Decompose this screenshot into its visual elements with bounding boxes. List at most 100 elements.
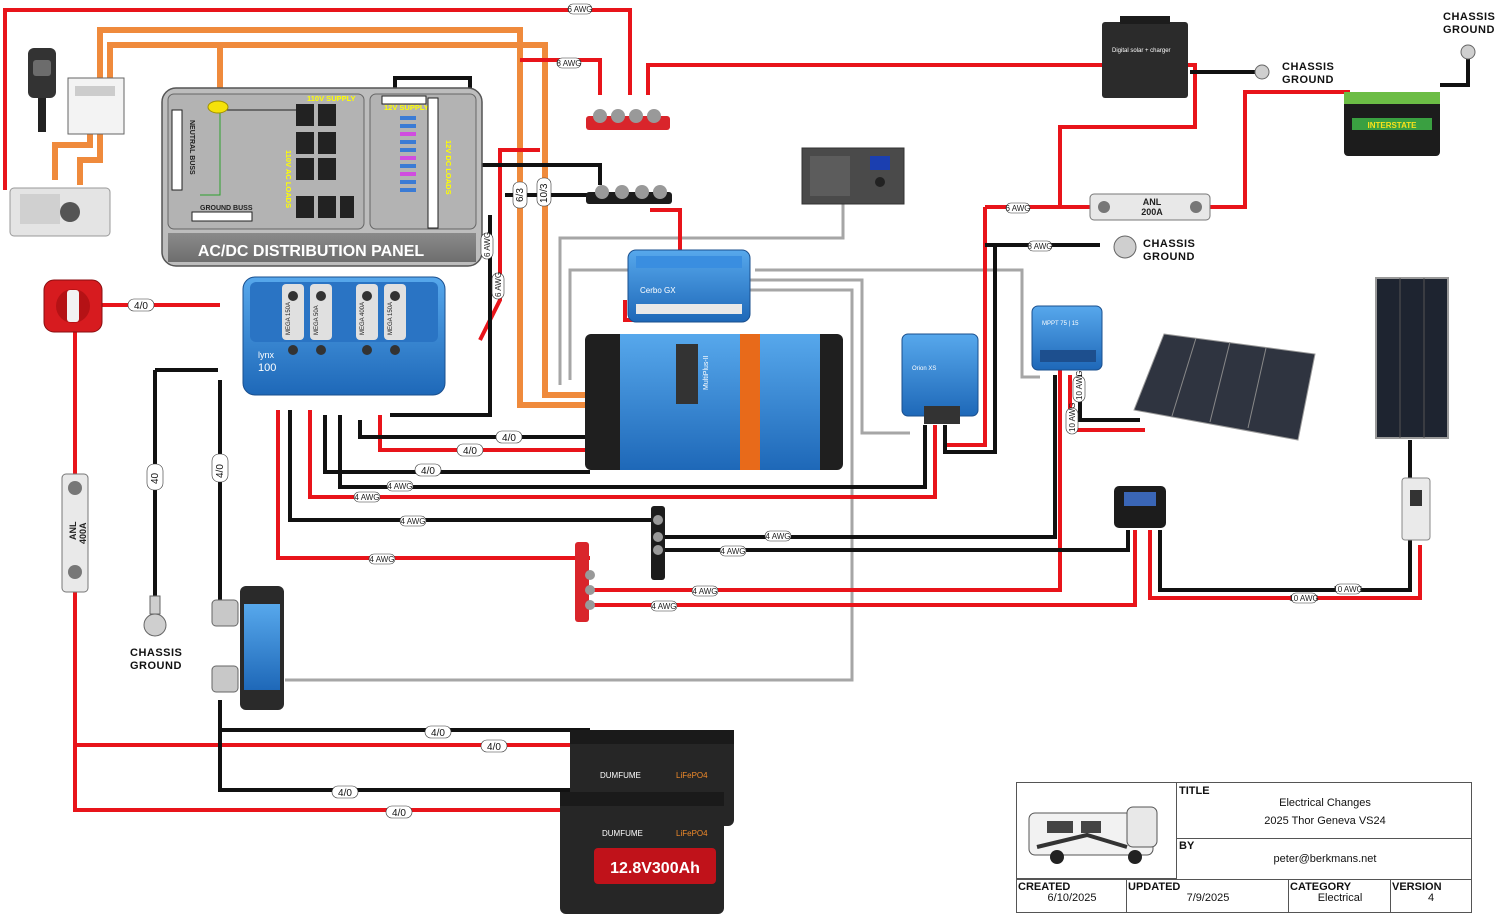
created-label: CREATED [1018,881,1071,893]
svg-text:CHASSIS: CHASSIS [1282,61,1334,73]
wire-label-8awg-top: 6 AWG [567,3,593,15]
anl-200a-line1: ANL [1143,197,1162,207]
updated-label: UPDATED [1128,881,1181,893]
distribution-panel: AC/DC DISTRIBUTION PANEL NEUTRAL BUSS GR… [161,87,483,267]
updated-value: 7/9/2025 [1186,892,1230,904]
category-cell: CATEGORY Electrical [1289,879,1391,912]
wire-label-4-0-a: 4/0 [495,430,523,444]
svg-text:6/3: 6/3 [515,188,526,202]
version-value: 4 [1427,892,1435,904]
wire-label-4awg-g: 4 AWG [691,585,719,597]
svg-text:4/0: 4/0 [421,466,435,477]
wire-label-6awg-vert-b: 6 AWG [491,272,505,300]
wire-label-4-0-vert: 4/0 [211,453,229,483]
svg-text:GROUND: GROUND [130,660,182,672]
battery-rear-chem: LiFePO4 [676,771,708,780]
anl-400a-fuse: ANL 400A [61,473,89,593]
wire-label-4-0-batt-b: 4/0 [480,739,508,753]
svg-text:4/0: 4/0 [463,446,477,457]
chassis-ground-label-starter: CHASSIS GROUND [1443,11,1495,36]
title-block: TITLE Electrical Changes 2025 Thor Genev… [1016,782,1472,913]
mppt-label: MPPT 75 | 15 [1042,321,1079,327]
created-value: 6/10/2025 [1047,892,1097,904]
chassis-ground-label-dcdc: CHASSIS GROUND [1282,61,1334,86]
positive-wires [3,8,1422,812]
svg-text:4 AWG: 4 AWG [765,532,790,541]
anl-200a-line2: 200A [1141,207,1163,217]
title-line-2: 2025 Thor Geneva VS24 [1264,815,1386,827]
svg-text:8 AWG: 8 AWG [556,59,581,68]
wire-label-4-0-batt-c: 4/0 [331,785,359,799]
rooftop-solar-panel [1375,277,1449,439]
ac-wires [52,27,585,408]
wire-label-8awg-ground: 8 AWG [1027,240,1053,252]
lynx-fuse-1: MEGA 150A [286,302,292,335]
battery-disconnect-switch [43,279,103,333]
lynx-number: 100 [258,362,276,374]
version-cell: VERSION 4 [1391,879,1471,912]
12v-supply-label: 12V SUPPLY [384,103,429,112]
anl-400a-line1: ANL [68,521,78,540]
battery-front-brand: DUMFUME [602,829,643,838]
svg-text:6 AWG: 6 AWG [1005,204,1030,213]
portable-solar-panel [1133,333,1316,441]
dc-dc-charger: Digital solar + charger [1102,16,1188,98]
chassis-ground-label-mid: CHASSIS GROUND [1143,238,1195,263]
by-label: BY [1179,840,1195,852]
starter-battery-brand: INTERSTATE [1367,121,1417,130]
cerbo-label: Cerbo GX [640,286,676,295]
svg-text:10 AWG: 10 AWG [1289,594,1319,603]
svg-text:8 AWG: 8 AWG [1027,242,1052,251]
wire-label-10awg-a: 10 AWG [1333,583,1363,595]
lynx-distributor: MEGA 150A MEGA 50A MEGA 400A MEGA 150A l… [242,276,446,396]
battery-front-chem: LiFePO4 [676,829,708,838]
splice-connector [207,100,229,114]
svg-text:4 AWG: 4 AWG [692,587,717,596]
svg-text:4/0: 4/0 [392,808,406,819]
wire-label-10-3: 10/3 [536,177,552,207]
lynx-fuse-2: MEGA 50A [314,305,320,335]
title-line-1: Electrical Changes [1279,797,1371,809]
svg-text:4/0: 4/0 [502,433,516,444]
wire-label-6-3: 6/3 [512,181,528,209]
svg-text:CHASSIS: CHASSIS [1443,11,1495,23]
by-value: peter@berkmans.net [1273,853,1377,865]
category-label: CATEGORY [1290,881,1352,893]
svg-text:6 AWG: 6 AWG [567,5,592,14]
ground-lugs [143,44,1476,637]
wire-label-4-0-c: 4/0 [414,463,442,477]
anl-200a-fuse: ANL 200A [1089,193,1211,221]
converter-unit [9,187,111,237]
title-label: TITLE [1179,785,1210,797]
wire-label-6awg-vert-a: 6 AWG [480,232,494,260]
chassis-ground-label-left: CHASSIS GROUND [130,647,182,672]
wire-label-4awg-d: 4 AWG [368,553,396,565]
svg-text:GROUND: GROUND [1443,24,1495,36]
svg-text:40: 40 [150,472,161,484]
neutral-buss-label: NEUTRAL BUSS [188,120,195,175]
wire-label-40-left: 40 [146,463,164,491]
svg-text:4 AWG: 4 AWG [720,547,745,556]
wire-label-4-0-b: 4/0 [456,443,484,457]
created-cell: CREATED 6/10/2025 [1017,879,1127,912]
battery-rear-brand: DUMFUME [600,771,641,780]
multiplus-label: MultiPlus-II [703,355,710,390]
wire-label-10awg-vert-b: 10 AWG [1065,403,1079,435]
wire-label-4-0-batt-d: 4/0 [385,805,413,819]
version-label: VERSION [1392,881,1442,893]
wire-label-4-0-switch: 4/0 [127,298,155,312]
lynx-label: lynx [258,350,275,360]
wire-label-4awg-h: 4 AWG [650,600,678,612]
anl-400a-line2: 400A [78,522,88,544]
multiplus-inverter: MultiPlus-II [585,334,843,470]
wire-labels-vertical: 6/3 10/3 6 AWG 6 AWG 10 AWG 10 AWG 40 4/… [146,177,1086,491]
wire-label-8awg-busbar: 8 AWG [556,57,582,69]
svg-text:CHASSIS: CHASSIS [1143,238,1195,250]
svg-text:4 AWG: 4 AWG [369,555,394,564]
lynx-fuse-3: MEGA 400A [360,302,366,335]
wire-label-6awg-anl: 6 AWG [1005,202,1031,214]
updated-cell: UPDATED 7/9/2025 [1127,879,1289,912]
ac-loads-label: 110V AC LOADS [284,150,293,208]
dc-charger-label: Digital solar + charger [1112,48,1171,54]
svg-text:10 AWG: 10 AWG [1075,371,1084,401]
